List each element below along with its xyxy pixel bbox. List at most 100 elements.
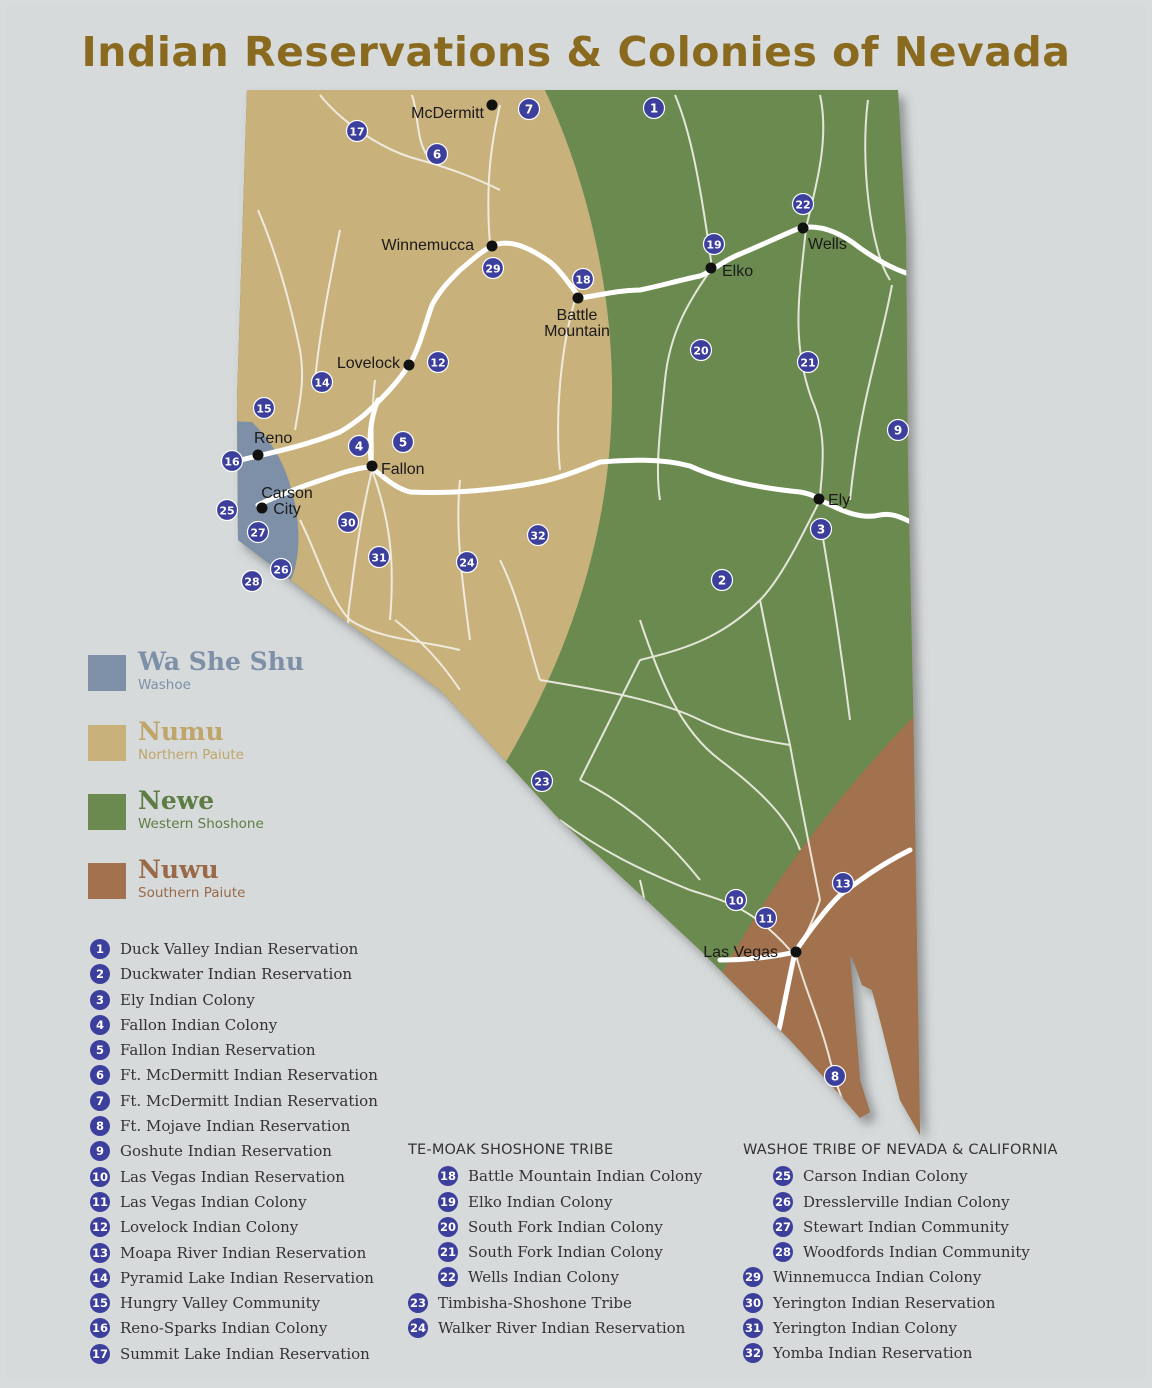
map-marker-20: 20 [689, 338, 713, 362]
map-marker-15: 15 [252, 396, 276, 420]
washoe-region [237, 420, 299, 600]
map-marker-22: 22 [791, 192, 815, 216]
map-marker-16: 16 [220, 449, 244, 473]
list-number-badge: 6 [90, 1065, 110, 1086]
list-number-badge: 21 [438, 1242, 458, 1263]
map-marker-23: 23 [530, 769, 554, 793]
city-dot-1 [486, 240, 498, 252]
list-item-label: Reno-Sparks Indian Colony [120, 1319, 328, 1338]
list-number-badge: 22 [438, 1267, 458, 1288]
list-item-label: Stewart Indian Community [803, 1217, 1009, 1236]
map-marker-21: 21 [796, 350, 820, 374]
list-item-label: Ft. Mojave Indian Reservation [120, 1117, 351, 1136]
svg-text:31: 31 [371, 551, 386, 564]
city-label-10: Las Vegas [703, 944, 778, 961]
list-number-badge: 18 [438, 1166, 458, 1187]
svg-text:28: 28 [244, 575, 259, 588]
map-marker-32: 32 [526, 523, 550, 547]
list-number-badge: 32 [743, 1343, 763, 1364]
svg-text:12: 12 [430, 356, 445, 369]
list-number-badge: 24 [408, 1318, 428, 1339]
list-item-label: Walker River Indian Reservation [438, 1319, 686, 1338]
legend-numu-name: Numu [138, 717, 224, 746]
map-marker-14: 14 [310, 370, 334, 394]
svg-text:25: 25 [219, 504, 234, 517]
te-moak-extra-item-24: 24 Walker River Indian Reservation [408, 1317, 702, 1342]
list-item-label: Lovelock Indian Colony [120, 1218, 299, 1237]
main-item-6: 6 Ft. McDermitt Indian Reservation [90, 1064, 378, 1089]
city-label-4: Wells [808, 236, 847, 253]
legend-washoe-sub: Washoe [138, 677, 191, 693]
list-item-label: Ely Indian Colony [120, 990, 255, 1009]
list-number-badge: 20 [438, 1216, 458, 1237]
list-number-badge: 9 [90, 1141, 110, 1162]
map-marker-25: 25 [215, 498, 239, 522]
svg-text:14: 14 [314, 376, 330, 389]
svg-text:2: 2 [718, 573, 726, 587]
city-dot-3 [705, 262, 717, 274]
svg-text:1: 1 [650, 101, 658, 115]
list-number-badge: 17 [90, 1343, 110, 1364]
legend-washoe-swatch [88, 655, 126, 691]
map-marker-18: 18 [571, 267, 595, 291]
map-marker-6: 6 [425, 142, 449, 166]
washoe-item-27: 27 Stewart Indian Community [743, 1216, 1058, 1241]
svg-text:19: 19 [706, 238, 721, 251]
list-number-badge: 15 [90, 1293, 110, 1314]
city-dot-2 [572, 292, 584, 304]
te-moak-item-21: 21 South Fork Indian Colony [408, 1241, 702, 1266]
list-number-badge: 27 [773, 1216, 793, 1237]
page-title: Indian Reservations & Colonies of Nevada [81, 28, 1071, 76]
svg-text:22: 22 [795, 198, 810, 211]
list-item-label: South Fork Indian Colony [468, 1243, 663, 1262]
svg-text:10: 10 [728, 894, 744, 907]
list-number-badge: 19 [438, 1191, 458, 1212]
svg-text:5: 5 [399, 435, 407, 449]
city-dot-0 [486, 99, 498, 111]
city-dot-8 [256, 502, 268, 514]
city-label-7: Fallon [381, 461, 425, 478]
city-dot-4 [797, 222, 809, 234]
list-number-badge: 1 [90, 939, 110, 959]
svg-text:20: 20 [693, 344, 709, 357]
svg-text:30: 30 [340, 516, 356, 529]
list-number-badge: 29 [743, 1267, 763, 1288]
city-label-1: Winnemucca [382, 237, 475, 254]
list-number-badge: 3 [90, 989, 110, 1010]
list-item-label: Las Vegas Indian Reservation [120, 1167, 345, 1186]
list-item-label: Ft. McDermitt Indian Reservation [120, 1066, 378, 1085]
list-number-badge: 2 [90, 964, 110, 985]
list-number-badge: 7 [90, 1090, 110, 1111]
city-label-9: Ely [828, 492, 850, 509]
list-item-label: Fallon Indian Reservation [120, 1041, 316, 1060]
city-dot-7 [366, 460, 378, 472]
te-moak-header: TE-MOAK SHOSHONE TRIBE [408, 1142, 614, 1158]
legend-numu-sub: Northern Paiute [138, 747, 244, 763]
list-number-badge: 28 [773, 1242, 793, 1263]
svg-text:3: 3 [817, 522, 825, 536]
list-item-label: Dresslerville Indian Colony [803, 1192, 1010, 1211]
map-marker-30: 30 [336, 510, 360, 534]
list-item-label: Winnemucca Indian Colony [773, 1268, 982, 1287]
svg-text:21: 21 [800, 356, 815, 369]
city-label-3: Elko [722, 263, 753, 280]
svg-text:24: 24 [459, 556, 475, 569]
svg-text:7: 7 [525, 102, 533, 116]
